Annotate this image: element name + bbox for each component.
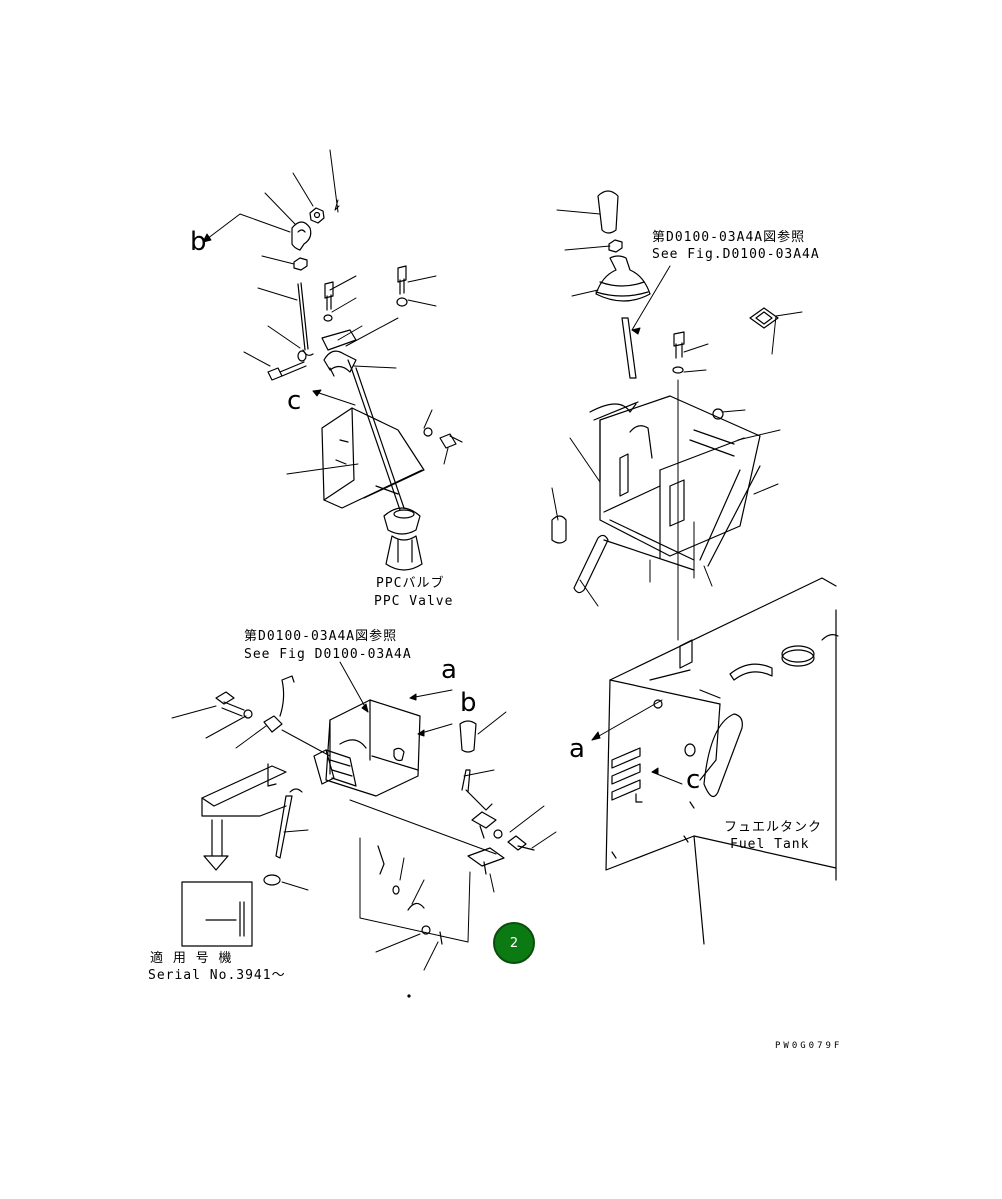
callout-badge[interactable]: 2 xyxy=(493,922,535,964)
leader-lines-top-left xyxy=(202,149,449,475)
stray-mark xyxy=(407,994,411,998)
ppc-valve-label-en: PPC Valve xyxy=(374,594,454,609)
ppc-valve-label-jp: PPCバルブ xyxy=(376,576,445,591)
reference-note-mid-en: See Fig D0100-03A4A xyxy=(244,647,412,662)
leader-lines-top-right xyxy=(551,209,803,641)
view-marker-c-right: c xyxy=(686,765,701,795)
view-marker-a-mid: a xyxy=(441,655,457,685)
reference-note-top-jp: 第D0100-03A4A図参照 xyxy=(652,230,806,245)
lever-linkage-assembly xyxy=(267,207,463,571)
view-marker-c-top: c xyxy=(287,386,302,416)
serial-label-en: Serial No.3941～ xyxy=(148,968,286,983)
fuel-tank-frame xyxy=(605,577,839,945)
leader-lines-bottom-left xyxy=(171,661,557,971)
lock-lever-assembly xyxy=(181,675,535,947)
view-marker-b-mid: b xyxy=(460,688,477,718)
view-marker-a-right: a xyxy=(569,734,585,764)
reference-note-top-en: See Fig.D0100-03A4A xyxy=(652,247,820,262)
drawing-code: PW0G079F xyxy=(775,1041,843,1051)
reference-note-mid-jp: 第D0100-03A4A図参照 xyxy=(244,629,398,644)
fuel-tank-label-jp: フュエルタンク xyxy=(724,820,823,835)
console-cover-assembly xyxy=(551,190,779,594)
fuel-tank-label-en: Fuel Tank xyxy=(730,837,810,852)
view-marker-b-top: b xyxy=(190,227,207,257)
leader-lines-bottom-right xyxy=(591,699,683,785)
serial-label-jp: 適 用 号 機 xyxy=(150,951,233,966)
